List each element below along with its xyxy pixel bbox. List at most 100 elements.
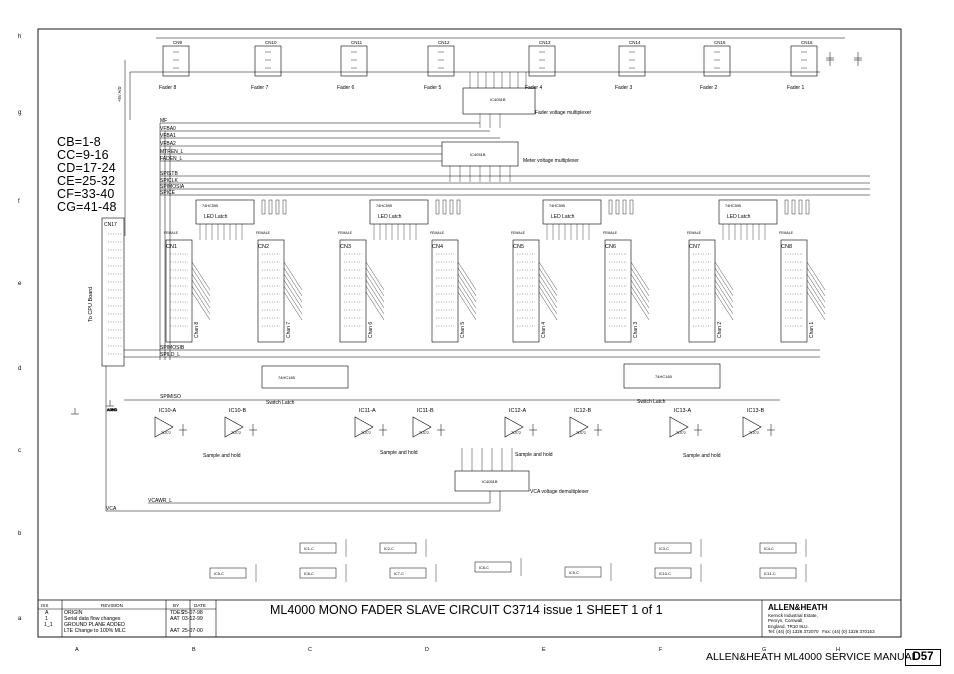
fader-label: Fader 6 [337, 85, 354, 91]
resistor [629, 199, 634, 215]
signal-label: MTREN_L [160, 149, 184, 155]
svg-text:Sample and hold: Sample and hold [683, 453, 721, 459]
resistor [791, 199, 796, 215]
channel-connector-ref: CN2 [258, 244, 269, 250]
decoupling-ic-body [299, 542, 337, 554]
wire [457, 285, 477, 315]
signal-label: VFBA2 [160, 141, 176, 147]
fader-connector-body [618, 45, 646, 77]
signal-label: FADEN_L [160, 156, 182, 162]
channel-connector-ref: CN3 [340, 244, 351, 250]
wire [191, 279, 211, 309]
decoupling-ic: IC2-C [379, 539, 427, 557]
fader-ref: CN15 [714, 40, 726, 45]
svg-text:Switch Latch: Switch Latch [266, 400, 295, 406]
fader-connector-body [427, 45, 455, 77]
led-latch-part: 74HC595 [725, 204, 741, 208]
decoupling-ic-ref: IC8-C [479, 566, 489, 570]
wire [538, 273, 558, 303]
svg-text:IC4051B: IC4051B [470, 152, 486, 157]
grid-row-label-left: h [18, 34, 21, 40]
wire [714, 291, 734, 321]
female-label: FEMALE [256, 231, 271, 235]
rev-date: 25-07-00 [182, 628, 203, 634]
grid-col-label: G [762, 647, 766, 653]
wire [806, 279, 826, 309]
decoupling-ic-body [474, 561, 512, 573]
female-label: FEMALE [164, 231, 179, 235]
rev-text: ORIGIN [64, 610, 83, 616]
svg-text:SPILD_L: SPILD_L [160, 352, 180, 358]
resistor [282, 199, 287, 215]
footer-manual-title: ALLEN&HEATH ML4000 SERVICE MANUAL [706, 651, 918, 663]
spi-lower-bus: SPIMOSIB SPILD_L SPIMISO [124, 345, 820, 401]
decoupling-ic: IC9-C [564, 563, 612, 581]
fader-connector-body [254, 45, 282, 77]
resistor [449, 199, 454, 215]
signal-label: SPICLK [160, 178, 178, 184]
wire [365, 261, 385, 291]
decoupling-ic-ref: IC11-C [764, 572, 776, 576]
channel-connector-ref: CN7 [689, 244, 700, 250]
wire [283, 291, 303, 321]
page-number: D57 [905, 649, 941, 666]
signal-label: VFBA1 [160, 133, 176, 139]
decoupling-ic-ref: IC7-C [394, 572, 404, 576]
fader-connector-body [790, 45, 818, 77]
channel-connector-ref: CN8 [781, 244, 792, 250]
decoupling-ic: IC4-C [759, 539, 807, 557]
switch-latch-right: 74HC165 Switch Latch [623, 363, 721, 405]
channel-connector-body [512, 239, 540, 343]
drawing-title: ML4000 MONO FADER SLAVE CIRCUIT C3714 is… [270, 603, 663, 617]
channel-connector-body [688, 239, 716, 343]
wire [191, 291, 211, 321]
legend-line: CD=17-24 [57, 161, 116, 175]
svg-text:Sample and hold: Sample and hold [515, 452, 553, 458]
svg-text:VCA voltage demultiplexer: VCA voltage demultiplexer [530, 489, 589, 495]
led-latch-label: LED Latch [204, 214, 228, 220]
wire [630, 273, 650, 303]
fader-label: Fader 3 [615, 85, 632, 91]
decoupling-ic-body [209, 567, 247, 579]
led-latch-label: LED Latch [378, 214, 402, 220]
svg-text:+5V A/D: +5V A/D [117, 87, 122, 102]
opamp-symbol [742, 416, 762, 438]
wire [457, 273, 477, 303]
female-label: FEMALE [779, 231, 794, 235]
resistor [784, 199, 789, 215]
rev-head-date: DATE [194, 603, 206, 608]
fader-connector-body [528, 45, 556, 77]
svg-text:SPIMISO: SPIMISO [160, 394, 181, 400]
opamp-symbol [504, 416, 524, 438]
fader-ref: CN12 [438, 40, 450, 45]
decoupling-ic: IC11-C [759, 564, 807, 582]
opamp-part: TL072 [676, 431, 686, 435]
rev-text: Serial data flow changes [64, 616, 121, 622]
rev-iss: 1 [45, 616, 48, 622]
channel-connector-body [780, 239, 808, 343]
switch-latch-left: 74HC165 Switch Latch [261, 365, 349, 406]
channel-connector-ref: CN4 [432, 244, 443, 250]
opamp-symbol [354, 416, 374, 438]
wire [283, 273, 303, 303]
wire [630, 261, 650, 291]
decoupling-ic-ref: IC10-C [659, 572, 671, 576]
svg-text:74HC165: 74HC165 [278, 375, 296, 380]
decoupling-ic: IC10-C [654, 564, 702, 582]
fader-connector-body [703, 45, 731, 77]
wire [283, 279, 303, 309]
led-latch-ic [369, 199, 429, 225]
opamp-part: TL072 [231, 431, 241, 435]
wire [630, 279, 650, 309]
svg-text:Fader voltage multiplexer: Fader voltage multiplexer [535, 110, 591, 116]
